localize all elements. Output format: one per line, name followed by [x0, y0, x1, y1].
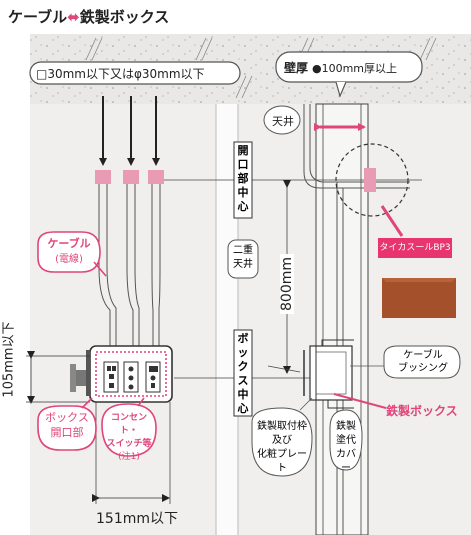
- right-steel-box: [309, 345, 353, 401]
- slab-hatching: [85, 37, 437, 99]
- box-opening-label: ボックス 開口部: [45, 411, 89, 439]
- product-badge: タイカスールBP3: [378, 238, 452, 258]
- wall-thickness-bubble: [275, 51, 423, 83]
- width-dim-label: 151mm以下: [96, 511, 178, 527]
- box-opening-bubble: [37, 405, 97, 451]
- down-arrows: [99, 96, 160, 166]
- distance-label: 800mm: [279, 257, 295, 311]
- opening-center-label-box: [233, 141, 253, 219]
- steel-box-label: 鉄製ボックス: [386, 404, 458, 418]
- box-center-label: ボ ッ ク ス 中 心: [237, 332, 249, 415]
- wall-gap: [216, 104, 238, 535]
- double-arrow-icon: ⬌: [67, 8, 80, 26]
- product-pad: [382, 278, 456, 318]
- ceiling-label: 天井: [272, 115, 294, 128]
- wall-thickness-value: ●100mm厚以上: [312, 62, 398, 75]
- seal-block-3: [148, 170, 164, 184]
- double-ceiling-label-box: [227, 239, 259, 279]
- steel-cover-bubble: [329, 409, 363, 471]
- box-opening-outline: [95, 351, 167, 397]
- outlet-bubble: [101, 403, 157, 457]
- seal-block-1: [95, 170, 111, 184]
- bushing-bubble: [383, 345, 461, 379]
- outlet-label: コンセント・ スイッチ等 (注1): [106, 413, 152, 462]
- double-ceiling-label: 二重 天井: [233, 245, 253, 270]
- height-dim-label: 105mm以下: [1, 321, 17, 398]
- cable-label: ケーブル (電線): [47, 237, 91, 265]
- mount-frame-bubble: [251, 407, 313, 477]
- steel-cover-label: 鉄製 塗代 カバー: [336, 421, 356, 474]
- wall-thickness-label: 壁厚: [284, 61, 309, 75]
- conduit-size-bubble: [29, 61, 241, 85]
- seal-block-wall: [364, 168, 376, 192]
- seal-block-2: [123, 170, 139, 184]
- bushing-label: ケーブル ブッシング: [398, 350, 448, 374]
- detail-circle: [335, 143, 409, 217]
- ceiling-bubble: [263, 105, 301, 135]
- title-cable: ケーブル: [8, 8, 68, 26]
- cable-bubble: [37, 231, 101, 273]
- opening-center-label: 開 口 部 中 心: [237, 144, 249, 213]
- outlet-modules: [103, 361, 161, 393]
- left-wall: [30, 104, 216, 535]
- title: ケーブル⬌鉄製ボックス: [8, 6, 169, 27]
- title-steel-box: 鉄製ボックス: [79, 8, 170, 26]
- box-center-label-box: [233, 329, 253, 417]
- conduit-size-label: □30mm以下又はφ30mm以下: [36, 67, 205, 81]
- mount-frame-label: 鉄製取付枠 及び 化粧プレート: [257, 421, 307, 474]
